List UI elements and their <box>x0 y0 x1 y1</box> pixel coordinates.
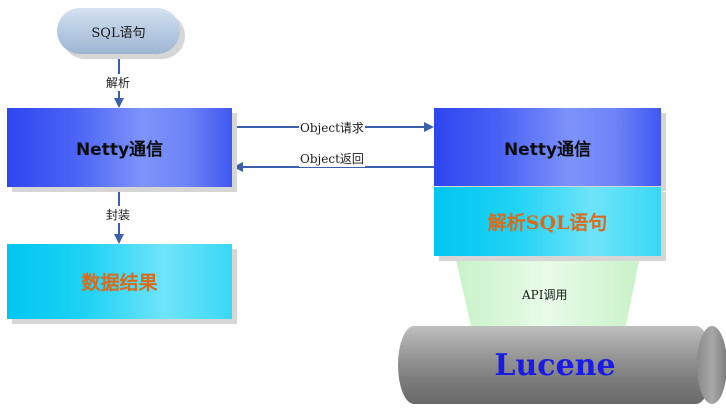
netty-left-node: Netty通信 <box>7 108 232 187</box>
sql-statement-label: SQL语句 <box>91 25 146 41</box>
data-result-label: 数据结果 <box>81 272 158 294</box>
api-call-trapezoid <box>455 256 640 330</box>
sql-statement-node: SQL语句 <box>57 8 180 54</box>
parse-sql-label: 解析SQL语句 <box>487 212 608 234</box>
object-return-label: Object返回 <box>299 150 365 167</box>
parse-sql-node: 解析SQL语句 <box>434 187 661 256</box>
encapsulate-edge-label: 封装 <box>105 206 132 223</box>
lucene-node: Lucene <box>398 326 712 404</box>
netty-right-label: Netty通信 <box>503 139 592 160</box>
lucene-label: Lucene <box>494 347 616 383</box>
lucene-cylinder-cap <box>697 326 726 404</box>
parse-edge-label: 解析 <box>105 74 132 91</box>
data-result-node: 数据结果 <box>7 244 232 319</box>
object-request-label: Object请求 <box>299 119 365 136</box>
netty-left-label: Netty通信 <box>75 140 164 160</box>
api-call-label: API调用 <box>522 288 568 302</box>
netty-right-node: Netty通信 <box>434 108 661 186</box>
